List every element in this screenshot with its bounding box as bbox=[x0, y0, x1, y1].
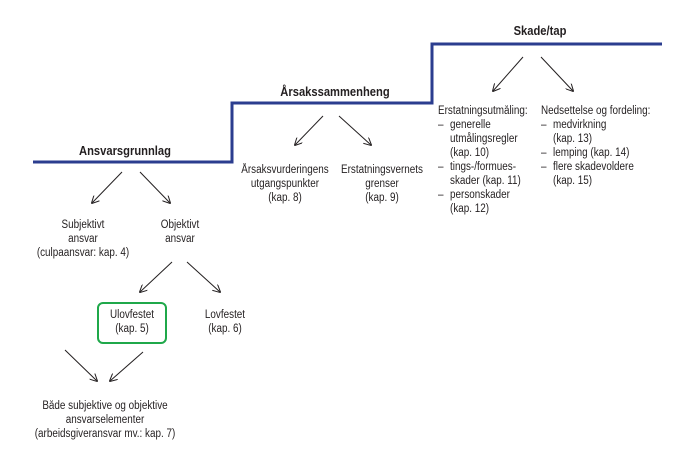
utmaling-item: personskader (kap. 12) bbox=[438, 188, 541, 216]
nedsettelse-item: medvirkning (kap. 13) bbox=[541, 118, 661, 146]
node-lovfestet: Lovfestet (kap. 6) bbox=[195, 308, 255, 336]
arrow-skade-right bbox=[540, 56, 573, 91]
node-arsaksvurdering: Årsaksvurderingens utgangspunkter (kap. … bbox=[238, 163, 333, 205]
utmaling-item-2-line-1: tings-/formues- bbox=[450, 161, 516, 173]
arrow-arsak-left bbox=[295, 115, 324, 145]
arsaksvurdering-line-2: utgangspunkter bbox=[250, 178, 320, 190]
node-erstatningsutmaling: Erstatningsutmåling: generelle utmålings… bbox=[438, 104, 541, 216]
nedsettelse-item-3-line-1: flere skadevoldere bbox=[553, 161, 634, 173]
nedsettelse-item: lemping (kap. 14) bbox=[541, 146, 661, 160]
utmaling-item-1-line-2: utmålingsregler bbox=[450, 133, 518, 145]
node-bade: Både subjektive og objektive ansvarselem… bbox=[23, 399, 186, 441]
arsaksvurdering-line-3: (kap. 8) bbox=[268, 192, 302, 204]
nedsettelse-item: flere skadevoldere (kap. 15) bbox=[541, 160, 661, 188]
arrow-objektivt-lovfestet bbox=[186, 261, 220, 292]
subjektivt-line-2: ansvar bbox=[68, 233, 98, 245]
lovfestet-line-2: (kap. 6) bbox=[208, 323, 242, 335]
utmaling-title: Erstatningsutmåling: bbox=[438, 105, 528, 117]
arrow-ulovfestet-bade bbox=[110, 351, 144, 381]
objektivt-line-2: ansvar bbox=[165, 233, 195, 245]
utmaling-item-3-line-2: (kap. 12) bbox=[450, 203, 490, 215]
arrow-left-bade bbox=[64, 349, 97, 381]
utmaling-item: generelle utmålingsregler (kap. 10) bbox=[438, 118, 541, 160]
bade-line-1: Både subjektive og objektive bbox=[42, 400, 168, 412]
ulovfestet-line-2: (kap. 5) bbox=[115, 323, 149, 335]
erstatningsvern-line-1: Erstatningsvernets bbox=[341, 164, 423, 176]
utmaling-item-1-line-3: (kap. 10) bbox=[450, 147, 490, 159]
arsaksvurdering-line-1: Årsaksvurderingens bbox=[241, 164, 329, 176]
node-subjektivt-ansvar: Subjektivt ansvar (culpaansvar: kap. 4) bbox=[27, 218, 139, 260]
step-line bbox=[33, 42, 662, 164]
bade-line-3: (arbeidsgiveransvar mv.: kap. 7) bbox=[34, 428, 176, 440]
ulovfestet-highlight-box bbox=[97, 302, 167, 344]
arrow-arsak-right bbox=[338, 115, 371, 145]
utmaling-item: tings-/formues- skader (kap. 11) bbox=[438, 160, 541, 188]
arrow-objektivt-ulovfestet bbox=[140, 261, 173, 292]
node-objektivt-ansvar: Objektivt ansvar bbox=[146, 218, 215, 246]
nedsettelse-item-1-line-2: (kap. 13) bbox=[553, 133, 593, 145]
ulovfestet-line-1: Ulovfestet bbox=[110, 309, 154, 321]
arrow-ansvar-objektivt bbox=[139, 171, 170, 203]
utmaling-item-3-line-1: personskader bbox=[450, 189, 510, 201]
node-erstatningsvern: Erstatningsvernets grenser (kap. 9) bbox=[339, 163, 425, 205]
nedsettelse-item-2-line-1: lemping (kap. 14) bbox=[553, 147, 630, 159]
bade-line-2: ansvarselementer bbox=[65, 414, 145, 426]
arrow-skade-left bbox=[493, 56, 524, 91]
nedsettelse-item-1-line-1: medvirkning bbox=[553, 119, 607, 131]
arrow-ansvar-subjektivt bbox=[92, 171, 123, 203]
lovfestet-line-1: Lovfestet bbox=[204, 309, 246, 321]
erstatningsvern-line-2: grenser bbox=[365, 178, 399, 190]
header-arsakssammenheng: Årsakssammenheng bbox=[280, 84, 390, 99]
subjektivt-line-1: Subjektivt bbox=[61, 219, 105, 231]
subjektivt-line-3: (culpaansvar: kap. 4) bbox=[36, 247, 130, 259]
utmaling-item-2-line-2: skader (kap. 11) bbox=[450, 175, 521, 187]
header-skade: Skade/tap bbox=[513, 23, 567, 38]
nedsettelse-title: Nedsettelse og fordeling: bbox=[541, 105, 651, 117]
erstatningsvern-line-3: (kap. 9) bbox=[365, 192, 399, 204]
node-nedsettelse: Nedsettelse og fordeling: medvirkning (k… bbox=[541, 104, 661, 188]
header-ansvarsgrunnlag: Ansvarsgrunnlag bbox=[79, 143, 171, 158]
node-ulovfestet: Ulovfestet (kap. 5) bbox=[102, 308, 162, 336]
objektivt-line-1: Objektivt bbox=[160, 219, 200, 231]
nedsettelse-item-3-line-2: (kap. 15) bbox=[553, 175, 593, 187]
utmaling-item-1-line-1: generelle bbox=[450, 119, 491, 131]
